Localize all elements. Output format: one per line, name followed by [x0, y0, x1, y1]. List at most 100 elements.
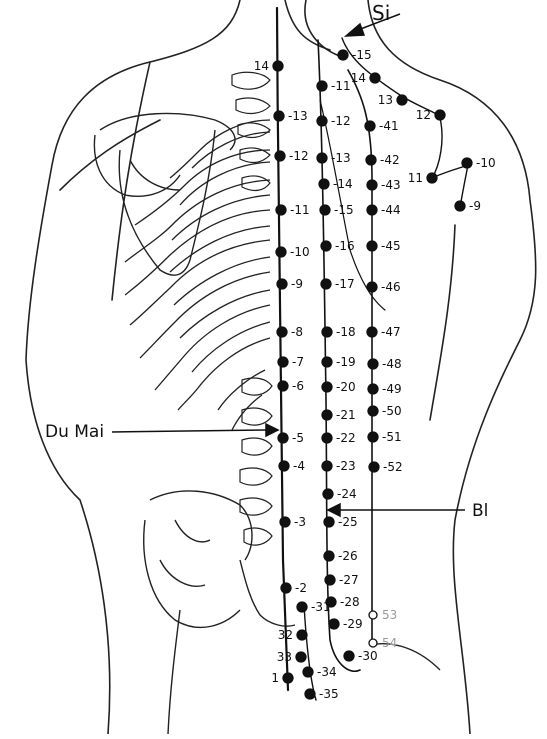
bl-point-19	[322, 357, 332, 367]
bl-point-29	[329, 619, 339, 629]
bl-point-11	[317, 81, 327, 91]
si-point-15	[338, 50, 348, 60]
bl-point-53	[369, 611, 377, 619]
si-meridian-label: Si	[372, 1, 390, 25]
bl-point-34	[303, 667, 313, 677]
bl-label-42: -42	[380, 153, 400, 167]
du-mai-label-3: -3	[294, 515, 306, 529]
bl-point-48	[368, 359, 378, 369]
bl-point-49	[368, 384, 378, 394]
si-point-9	[455, 201, 465, 211]
bl-label-19: -19	[336, 355, 356, 369]
bl-label-33: 33	[277, 650, 292, 664]
bl-point-26	[324, 551, 334, 561]
bl-label-23: -23	[336, 459, 356, 473]
du-mai-meridian-label: Du Mai	[45, 422, 104, 442]
bl-label-50: -50	[382, 404, 402, 418]
si-point-13	[397, 95, 407, 105]
bl-point-23	[322, 461, 332, 471]
du-mai-point-2	[281, 583, 291, 593]
bl-label-46: -46	[381, 280, 401, 294]
bl-point-33	[296, 652, 306, 662]
bl-label-43: -43	[381, 178, 401, 192]
pointer-arrows	[112, 14, 465, 516]
bl-point-51	[368, 432, 378, 442]
bl-point-45	[367, 241, 377, 251]
si-label-14: 14	[351, 71, 366, 85]
bl-label-14: -14	[333, 177, 353, 191]
du-mai-label-4: -4	[293, 459, 305, 473]
ribs	[125, 120, 270, 430]
bl-label-45: -45	[381, 239, 401, 253]
du-mai-point-3	[280, 517, 290, 527]
du-mai-point-4	[279, 461, 289, 471]
bl-point-52	[369, 462, 379, 472]
si-label-11: 11	[408, 171, 423, 185]
bl-label-29: -29	[343, 617, 363, 631]
du-mai-label-7: -7	[292, 355, 304, 369]
bl-point-18	[322, 327, 332, 337]
bl-label-53: 53	[382, 608, 397, 622]
bl-point-22	[322, 433, 332, 443]
du-mai-label-9: -9	[291, 277, 303, 291]
bl-point-24	[323, 489, 333, 499]
bl-point-43	[367, 180, 377, 190]
si-label-13: 13	[378, 93, 393, 107]
bl-label-35: -35	[319, 687, 339, 701]
bl-label-54: 54	[382, 636, 397, 650]
bl-label-20: -20	[336, 380, 356, 394]
bl-label-41: -41	[379, 119, 399, 133]
bl-label-34: -34	[317, 665, 337, 679]
du-mai-point-5	[278, 433, 288, 443]
du-mai-point-14	[273, 61, 283, 71]
bl-point-21	[322, 410, 332, 420]
bl-label-44: -44	[381, 203, 401, 217]
du-mai-point-7	[278, 357, 288, 367]
du-mai-label-6: -6	[292, 379, 304, 393]
bl-point-46	[367, 282, 377, 292]
du-mai-point-1	[283, 673, 293, 683]
du-mai-point-12	[275, 151, 285, 161]
bl-point-27	[325, 575, 335, 585]
bl-point-47	[367, 327, 377, 337]
bl-label-21: -21	[336, 408, 356, 422]
du-mai-label-10: -10	[290, 245, 310, 259]
du-mai-point-8	[277, 327, 287, 337]
bl-label-32: 32	[278, 628, 293, 642]
si-label-10: -10	[476, 156, 496, 170]
si-points: -1514131211-10-9	[338, 48, 496, 213]
du-mai-label-13: -13	[288, 109, 308, 123]
bl-point-41	[365, 121, 375, 131]
vertebrae	[232, 72, 272, 545]
bl-label-12: -12	[331, 114, 351, 128]
bl-label-51: -51	[382, 430, 402, 444]
si-point-12	[435, 110, 445, 120]
bl-point-15	[320, 205, 330, 215]
du-mai-label-11: -11	[290, 203, 310, 217]
du-mai-label-14: 14	[254, 59, 269, 73]
du-mai-point-13	[274, 111, 284, 121]
du-mai-point-10	[276, 247, 286, 257]
bl-point-13	[317, 153, 327, 163]
bl-point-14	[319, 179, 329, 189]
si-point-14	[370, 73, 380, 83]
bl-label-11: -11	[331, 79, 351, 93]
bl-point-32	[297, 630, 307, 640]
bl-point-17	[321, 279, 331, 289]
bl-point-50	[368, 406, 378, 416]
du-mai-label-2: -2	[295, 581, 307, 595]
bl-label-52: -52	[383, 460, 403, 474]
si-label-12: 12	[416, 108, 431, 122]
du-mai-label-5: -5	[292, 431, 304, 445]
bl-label-16: -16	[335, 239, 355, 253]
du-mai-point-11	[276, 205, 286, 215]
si-point-11	[427, 173, 437, 183]
du-mai-label-12: -12	[289, 149, 309, 163]
bl-label-31: -31	[311, 600, 331, 614]
bl-label-28: -28	[340, 595, 360, 609]
bl-point-42	[366, 155, 376, 165]
si-arrowhead	[346, 24, 364, 36]
bl-label-30: -30	[358, 649, 378, 663]
